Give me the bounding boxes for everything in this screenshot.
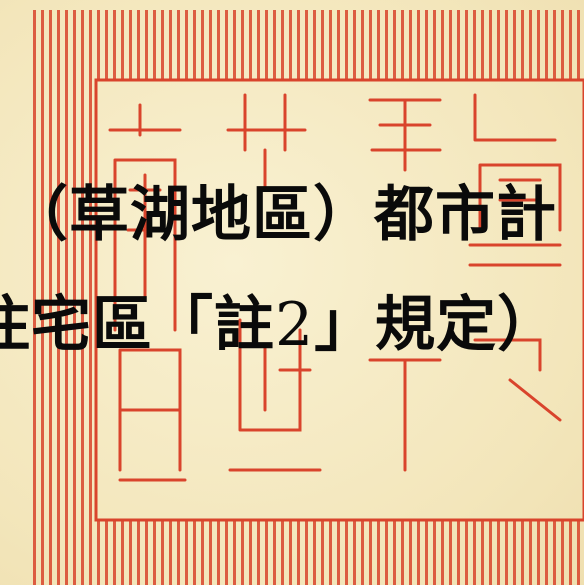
document-line-2: 住宅區「註2」規定） [0, 276, 558, 363]
line2-text-before: 住宅區「註 [0, 290, 275, 360]
seal-glyph-middle [226, 93, 322, 472]
seal-outer-border [28, 10, 584, 585]
line2-note-number: 2 [275, 290, 315, 360]
line2-text-after: 」規定） [314, 290, 559, 360]
seal-glyph-left [108, 103, 187, 482]
seal-glyph-right [368, 93, 562, 472]
seal-inner-frame [94, 78, 584, 522]
document-line-1: （草湖地區）都市計 [8, 180, 557, 250]
